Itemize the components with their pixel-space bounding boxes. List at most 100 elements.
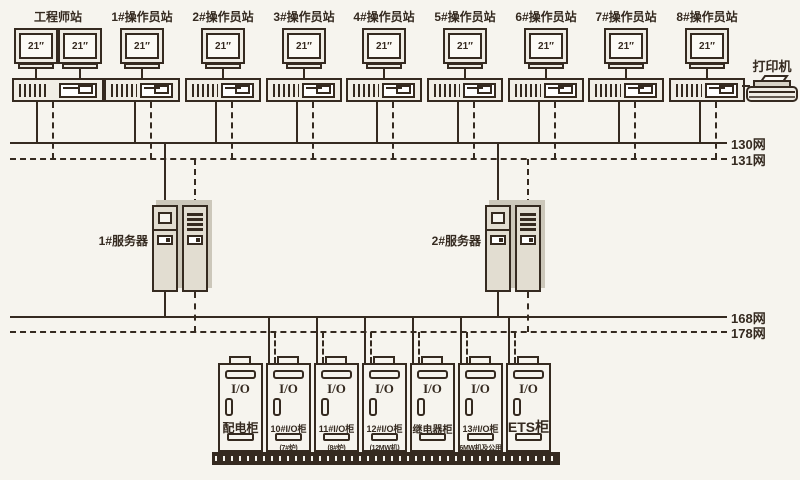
monitor-neck-line — [141, 69, 143, 78]
cabinet-vertical-slot — [273, 398, 281, 416]
operator-station-1: 1#操作员站 21″ — [102, 8, 182, 168]
computer-case-icon — [104, 78, 180, 102]
cabinet-top-connector — [325, 356, 347, 365]
monitor-stand — [366, 63, 402, 69]
server-1: 1#服务器 — [90, 143, 220, 335]
operator-station-4: 4#操作员站 21″ — [344, 8, 424, 168]
cabinet-io-label: I/O — [279, 381, 298, 396]
cabinet-io-label: I/O — [231, 381, 250, 396]
cabinet-top-connector — [517, 356, 539, 365]
case-drive-bay — [382, 83, 415, 98]
cabinet-vertical-slot — [417, 398, 425, 416]
computer-case-icon — [669, 78, 745, 102]
monitor-icon: 21″ — [58, 28, 102, 64]
station-label: 3#操作员站 — [273, 10, 335, 24]
drop-line-net178 — [466, 332, 468, 363]
monitor-stand — [18, 63, 54, 69]
cabinet-slot — [371, 433, 398, 441]
cabinet-slot — [323, 433, 350, 441]
drop-line-net178 — [418, 332, 420, 363]
cabinet-slot — [321, 370, 352, 379]
monitor-screen-size: 21″ — [287, 33, 321, 59]
monitor-stand — [447, 63, 483, 69]
monitor-stand — [689, 63, 725, 69]
drop-line-net178 — [274, 332, 276, 363]
monitor-screen-size: 21″ — [206, 33, 240, 59]
cabinet-power-distribution: I/O 配电柜 — [218, 356, 263, 456]
cabinet-slot — [369, 370, 400, 379]
tower-drive-bay — [490, 235, 506, 245]
monitor-icon: 21″ — [604, 28, 648, 64]
drop-line-net131 — [392, 102, 394, 159]
tower-vent-slot — [520, 213, 536, 216]
monitor-stand — [286, 63, 322, 69]
cabinet-sub-label: (12MW机) — [369, 445, 400, 452]
cabinet-io-label: I/O — [423, 381, 442, 396]
tower-vent-slot — [187, 228, 203, 231]
network-label-131: 131网 — [731, 153, 766, 168]
printer-icon — [746, 75, 798, 102]
cabinet-ets: I/O ETS柜 — [506, 317, 551, 456]
monitor-neck-line — [303, 69, 305, 78]
cabinet-top-connector — [229, 356, 251, 365]
cabinet-name: 12#I/O柜 — [366, 424, 403, 434]
cabinet-base-rail — [212, 452, 560, 465]
cabinet-body: I/O 10#I/O柜 (7#炉) — [266, 363, 311, 452]
tower-drive-bay — [187, 235, 203, 245]
monitor-neck-line — [625, 69, 627, 78]
cabinet-top-connector — [373, 356, 395, 365]
uplink-net130 — [164, 143, 166, 205]
cabinet-name: 继电器柜 — [412, 425, 453, 436]
monitor-screen-size: 21″ — [19, 33, 53, 59]
case-drive-bay — [705, 83, 738, 98]
monitor-icon: 21″ — [282, 28, 326, 64]
cabinet-name: 13#I/O柜 — [462, 424, 499, 434]
network-label-178: 178网 — [731, 326, 766, 341]
drop-line-net131 — [715, 102, 717, 159]
downlink-net178 — [527, 292, 529, 332]
server-label: 1#服务器 — [98, 234, 148, 248]
monitor-screen-size: 21″ — [63, 33, 97, 59]
monitor-neck-line — [464, 69, 466, 78]
cabinet-vertical-slot — [321, 398, 329, 416]
monitor-neck-line — [383, 69, 385, 78]
monitor-neck-line — [79, 69, 81, 78]
drop-line-net130 — [538, 102, 540, 143]
operator-station-8: 8#操作员站 21″ — [667, 8, 747, 168]
cabinet-slot — [227, 433, 254, 441]
drop-line-net131 — [312, 102, 314, 159]
cabinet-io-label: I/O — [519, 381, 538, 396]
monitor-icon: 21″ — [362, 28, 406, 64]
cabinet-body: I/O ETS柜 — [506, 363, 551, 452]
cabinet-name: ETS柜 — [507, 419, 550, 435]
tower-drive-bay — [157, 235, 173, 245]
station-label: 6#操作员站 — [515, 10, 577, 24]
network-line-130 — [10, 142, 727, 144]
tower-vent-slot — [187, 223, 203, 226]
case-drive-bay — [624, 83, 657, 98]
monitor-stand — [528, 63, 564, 69]
case-grille — [19, 84, 49, 97]
downlink-net168 — [497, 292, 499, 317]
cabinet-slot — [515, 433, 542, 441]
case-drive-bay — [302, 83, 335, 98]
monitor-screen-size: 21″ — [448, 33, 482, 59]
drop-line-net130 — [618, 102, 620, 143]
server-2: 2#服务器 — [423, 143, 553, 335]
tower-drive-bay — [520, 235, 536, 245]
network-label-168: 168网 — [731, 311, 766, 326]
cabinet-body: I/O 配电柜 — [218, 363, 263, 452]
cabinet-vertical-slot — [369, 398, 377, 416]
station-label: 4#操作员站 — [353, 10, 415, 24]
server-tower-icon — [515, 205, 541, 292]
drop-line-net131 — [473, 102, 475, 159]
cabinet-io-11: I/O 11#I/O柜 (8#炉) — [314, 317, 359, 456]
case-grille — [515, 84, 541, 97]
server-tower-icon — [485, 205, 511, 292]
cabinet-slot — [513, 370, 544, 379]
case-grille — [273, 84, 299, 97]
printer-label: 打印机 — [752, 59, 792, 74]
monitor-neck-line — [35, 69, 37, 78]
computer-case-icon — [346, 78, 422, 102]
